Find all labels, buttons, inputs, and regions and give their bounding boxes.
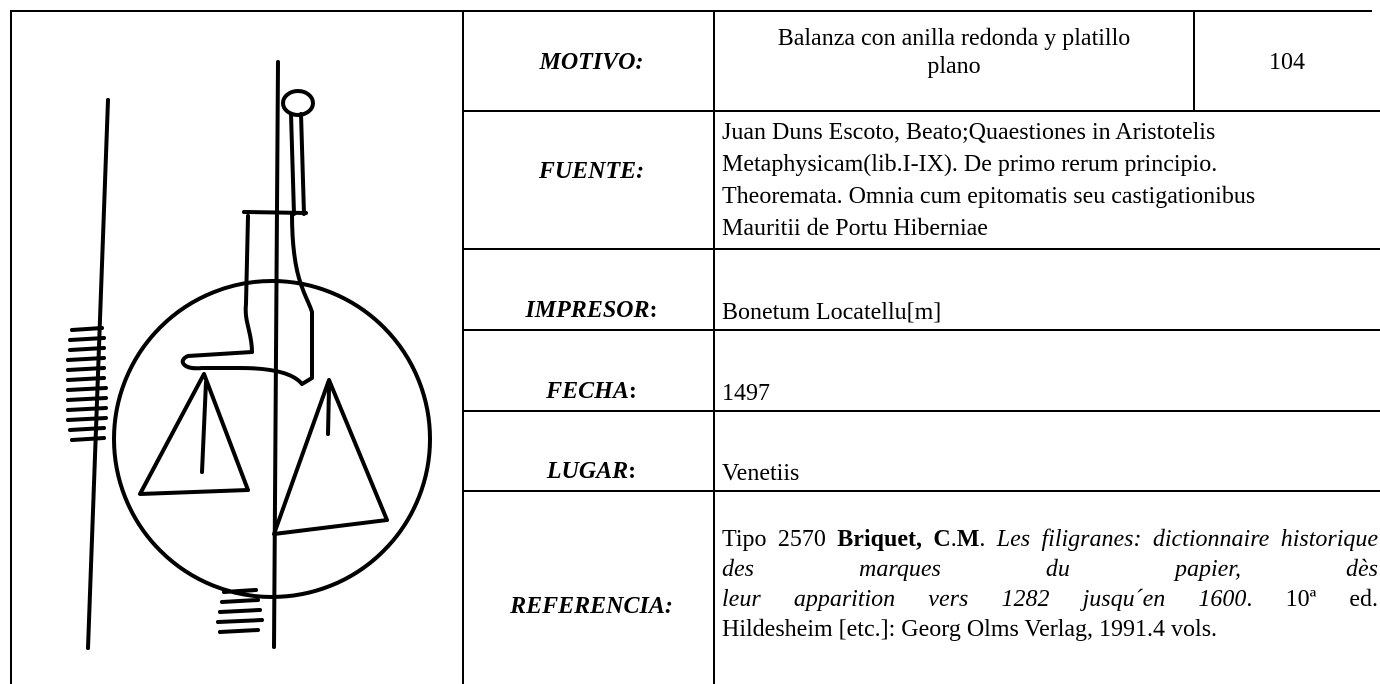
row-divider [462,410,1380,412]
ref-author-dot: . [950,526,957,552]
divider-value-number [1193,10,1195,112]
label-fecha-colon: : [628,378,637,404]
motif-number: 104 [1269,49,1305,75]
ref-after-author: . [979,526,986,552]
ref-line-2: leur apparition vers 1282 jusqu´en 1600.… [722,584,1378,614]
ref-title-part2: leur apparition vers 1282 jusqu´en 1600 [722,586,1247,612]
divider-label-value [713,10,715,684]
ref-author-m: M [956,526,980,552]
label-fecha: FECHA: [470,377,713,405]
ref-author: Briquet, C [837,526,951,552]
value-referencia: Tipo 2570 Briquet, C.M. Les filigranes: … [722,524,1378,644]
value-motivo: Balanza con anilla redonda y platillo pl… [722,24,1186,80]
value-motivo-line1: Balanza con anilla redonda y platillo [777,25,1131,51]
value-impresor: Bonetum Locatellu[m] [722,299,942,325]
ref-title-part1: Les filigranes: dictionnaire historique … [722,526,1379,582]
value-fuente-line: Juan Duns Escoto, Beato;Quaestiones in A… [722,119,1216,145]
value-fecha: 1497 [722,380,770,406]
value-lugar: Venetiis [722,460,800,486]
label-referencia: REFERENCIA: [510,593,673,619]
value-fuente-line: Metaphysicam(lib.I-IX). De primo rerum p… [722,151,1218,177]
row-divider [462,110,1380,112]
value-motivo-line2: plano [927,53,981,79]
row-divider [462,329,1380,331]
label-impresor: IMPRESOR: [470,296,713,324]
ref-edition: . 10ª ed. [1246,586,1379,612]
label-motivo: MOTIVO: [539,49,644,75]
label-impresor-text: IMPRESOR [525,297,650,323]
ref-line-1: Tipo 2570 Briquet, C.M. Les filigranes: … [722,524,1378,584]
row-divider [462,248,1380,250]
balance-scale-watermark-drawing [66,60,432,650]
catalog-card [10,10,1372,684]
label-fecha-text: FECHA [546,378,629,404]
label-lugar-text: LUGAR [546,458,629,484]
label-lugar-colon: : [628,458,637,484]
row-divider [462,490,1380,492]
label-fuente: FUENTE: [538,158,645,184]
value-fuente: Juan Duns Escoto, Beato;Quaestiones in A… [722,116,1380,244]
value-fuente-line: Mauritii de Portu Hiberniae [722,215,988,241]
label-impresor-colon: : [649,297,658,323]
ref-publisher: Hildesheim [etc.]: Georg Olms Verlag, 19… [722,616,1218,642]
ref-tipo: Tipo 2570 [722,526,826,552]
value-fuente-line: Theoremata. Omnia cum epitomatis seu cas… [722,183,1256,209]
label-lugar: LUGAR: [470,457,713,485]
divider-image-table [462,10,464,684]
